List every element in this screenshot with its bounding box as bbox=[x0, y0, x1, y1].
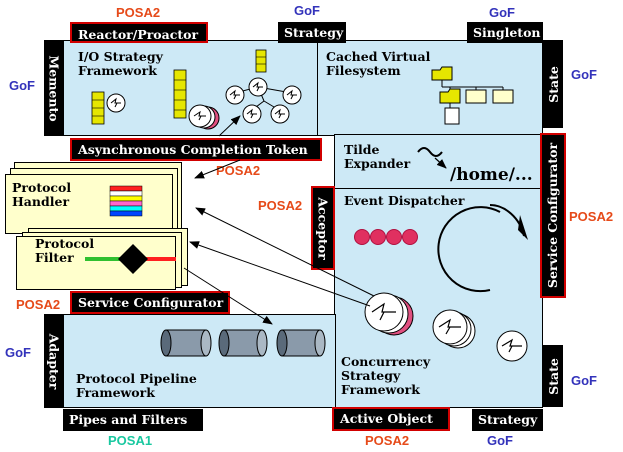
protocol-handler-card: Protocol Handler bbox=[5, 174, 173, 234]
arrow-act-to-handler bbox=[194, 159, 241, 179]
thread-pool-large-icon bbox=[364, 292, 414, 336]
protocol-handler-label: Protocol Handler bbox=[12, 180, 72, 209]
protocol-filter-label: Protocol Filter bbox=[35, 236, 95, 265]
io-buffer-stack-3-icon bbox=[255, 49, 267, 73]
posa2-tag-service-config-right: POSA2 bbox=[569, 209, 614, 224]
state-top-label: State bbox=[543, 40, 563, 128]
concurrency-label: Concurrency Strategy Framework bbox=[341, 354, 431, 397]
tilde-expander-label: Tilde Expander bbox=[344, 142, 411, 171]
gof-tag-top-right: GoF bbox=[489, 5, 515, 20]
event-dispatcher-panel bbox=[334, 188, 543, 408]
protocol-filter-card: Protocol Filter bbox=[16, 236, 176, 290]
reactor-proactor-label: Reactor/Proactor bbox=[70, 22, 208, 43]
tilde-path-label: /home/... bbox=[450, 165, 533, 185]
arrow-concurrency-to-handler bbox=[195, 207, 375, 297]
service-configurator-left-label: Service Configurator bbox=[70, 291, 230, 314]
posa1-tag: POSA1 bbox=[108, 433, 153, 448]
gof-tag-top-center: GoF bbox=[294, 3, 320, 18]
io-strategy-label: I/O Strategy Framework bbox=[78, 49, 163, 78]
thread-pool-medium-icon bbox=[432, 309, 476, 349]
posa2-tag-service-config-left: POSA2 bbox=[16, 297, 61, 312]
strategy-top-label: Strategy bbox=[278, 22, 346, 43]
arrow-to-io-framework bbox=[218, 115, 241, 137]
handler-stripes-icon bbox=[109, 185, 143, 217]
posa2-tag-top: POSA2 bbox=[116, 5, 161, 20]
memento-label: Memento bbox=[44, 40, 64, 136]
strategy-bottom-label: Strategy bbox=[472, 409, 543, 431]
io-reactor-root-icon bbox=[248, 77, 268, 97]
thread-single-icon bbox=[496, 330, 528, 362]
posa2-tag-acceptor: POSA2 bbox=[258, 198, 303, 213]
pipeline-label: Protocol Pipeline Framework bbox=[76, 371, 197, 400]
io-buffer-stack-2-icon bbox=[173, 69, 187, 119]
io-reactor-leaf-3-icon bbox=[242, 104, 262, 124]
posa2-tag-active-object: POSA2 bbox=[365, 433, 410, 448]
filesystem-tree-icon bbox=[431, 66, 514, 125]
event-loop-icon bbox=[437, 204, 528, 293]
gof-tag-left-top: GoF bbox=[9, 78, 35, 93]
pipes-filters-label: Pipes and Filters bbox=[63, 409, 203, 431]
arrow-concurrency-to-filter bbox=[189, 241, 371, 307]
filter-diamond-icon bbox=[85, 244, 176, 274]
io-proactor-stack-icon bbox=[188, 104, 220, 130]
io-reactor-leaf-2-icon bbox=[282, 85, 302, 105]
io-reactor-leaf-1-icon bbox=[225, 85, 245, 105]
io-reactor-leaf-4-icon bbox=[270, 104, 290, 124]
dependency-arrows bbox=[183, 115, 375, 325]
gof-tag-right-top: GoF bbox=[571, 67, 597, 82]
event-dispatcher-label: Event Dispatcher bbox=[344, 193, 465, 208]
active-object-label: Active Object bbox=[332, 407, 450, 431]
cached-filesystem-label: Cached Virtual Filesystem bbox=[326, 49, 431, 78]
arrow-filter-to-pipeline bbox=[183, 267, 273, 325]
act-label: Asynchronous Completion Token bbox=[70, 138, 322, 161]
gof-tag-bottom: GoF bbox=[487, 433, 513, 448]
gof-tag-right-bottom: GoF bbox=[571, 373, 597, 388]
cached-filesystem-panel bbox=[317, 40, 543, 136]
service-configurator-right-label: Service Configurator bbox=[540, 133, 566, 298]
tilde-arrow-icon bbox=[417, 147, 447, 169]
gof-tag-left-bottom: GoF bbox=[5, 345, 31, 360]
pipeline-cylinders-icon bbox=[160, 329, 326, 357]
acceptor-label: Acceptor bbox=[311, 186, 335, 270]
state-bottom-label: State bbox=[543, 345, 563, 407]
io-buffer-stack-icon bbox=[91, 91, 105, 125]
event-queue-icon bbox=[354, 229, 418, 245]
singleton-label: Singleton bbox=[467, 22, 543, 43]
posa2-tag-act: POSA2 bbox=[216, 163, 261, 178]
adapter-label: Adapter bbox=[44, 314, 64, 408]
io-reactor-icon bbox=[106, 93, 126, 113]
